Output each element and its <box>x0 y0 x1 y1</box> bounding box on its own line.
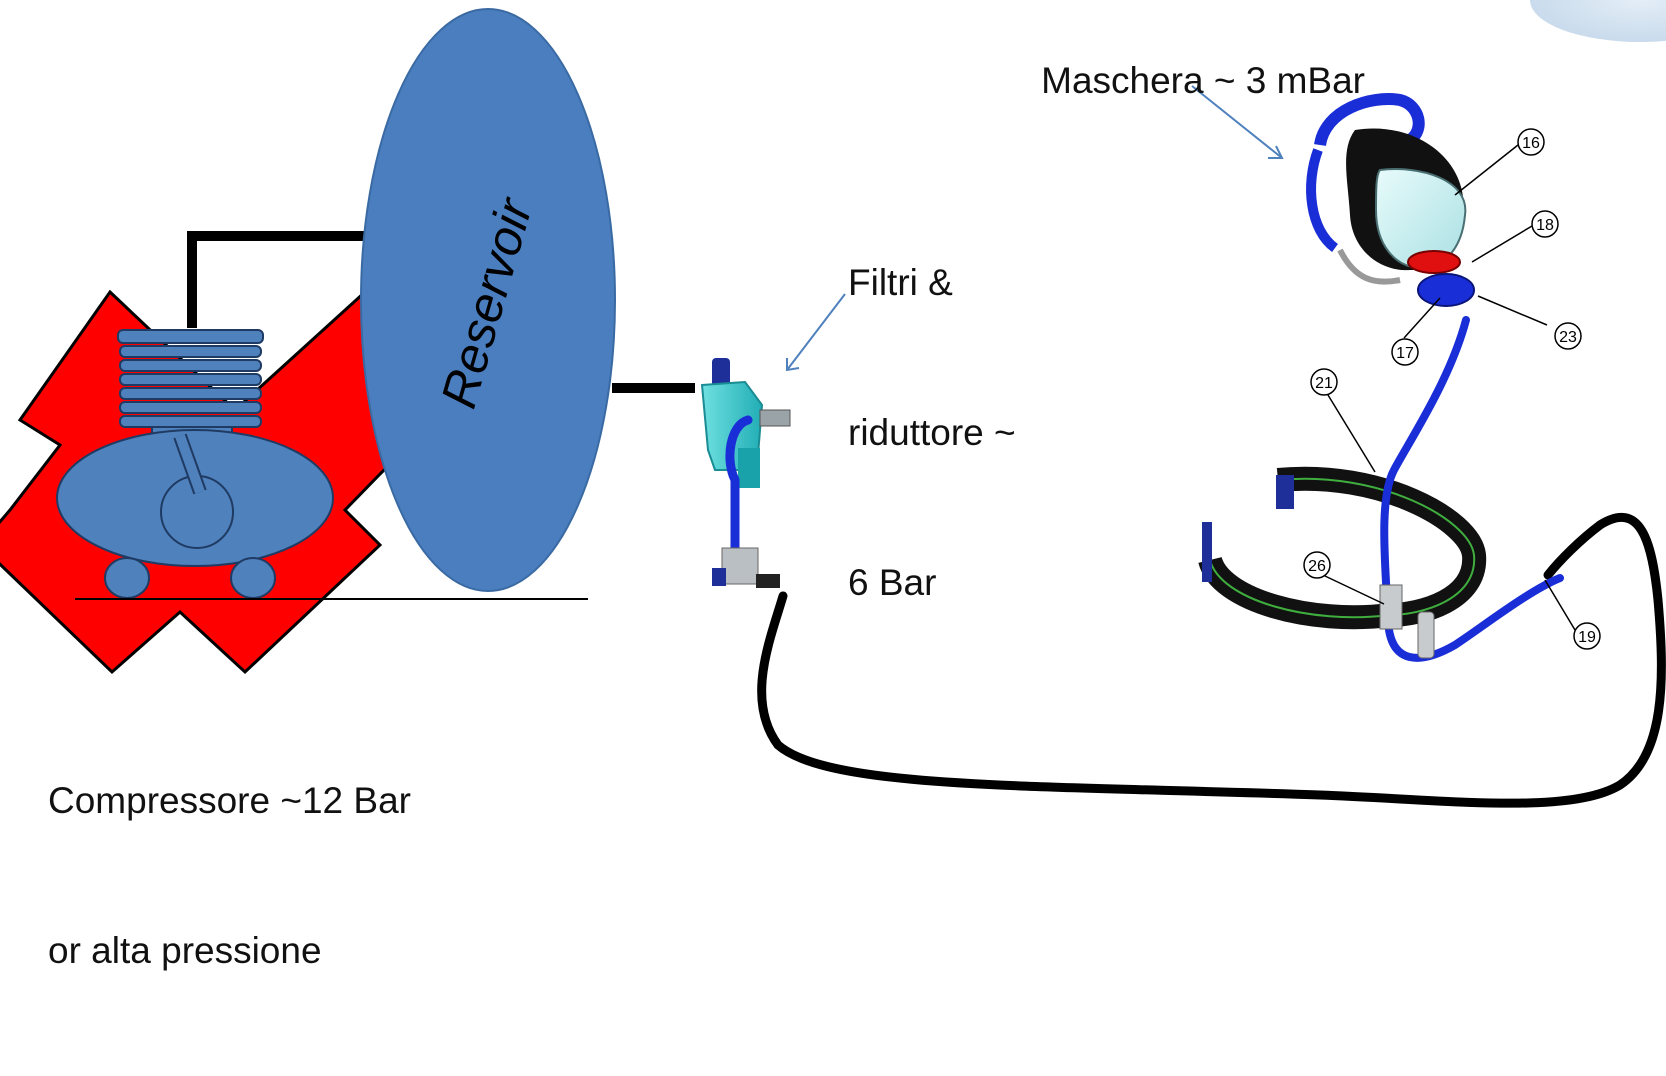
filters-label-line-2: riduttore ~ <box>848 412 1016 453</box>
corner-decoration <box>1530 0 1666 42</box>
belt-icon <box>1198 466 1487 630</box>
crankcase <box>56 429 334 567</box>
callouts: 16 18 17 23 21 26 19 <box>1303 128 1601 650</box>
mask-label-text: Maschera ~ 3 mBar <box>1041 60 1366 101</box>
wheel <box>230 557 276 599</box>
callout-17: 17 <box>1391 338 1419 366</box>
compressor-icon <box>0 289 463 675</box>
filters-label-line-3: 6 Bar <box>848 562 937 603</box>
callout-23: 23 <box>1554 322 1582 350</box>
callout-19: 19 <box>1573 622 1601 650</box>
svg-text:26: 26 <box>1308 558 1326 575</box>
mask-label: Maschera ~ 3 mBar <box>1000 6 1365 156</box>
compressor-label: Compressore ~12 Bar or alta pressione <box>48 676 411 1076</box>
callout-leaders <box>1324 144 1576 631</box>
filter-regulator-icon <box>700 358 791 588</box>
filter-pointer-arrow <box>786 293 846 371</box>
callout-21: 21 <box>1310 368 1338 396</box>
diagram-canvas: Reservoir <box>0 0 1666 971</box>
mask-icon <box>1306 93 1475 307</box>
filters-label: Filtri & riduttore ~ 6 Bar <box>848 158 1016 708</box>
callout-18: 18 <box>1531 210 1559 238</box>
diagram-svg: Reservoir <box>0 0 1666 808</box>
compressor-pipe <box>187 231 370 328</box>
svg-text:16: 16 <box>1522 135 1540 152</box>
reservoir-tank <box>360 8 616 592</box>
svg-text:19: 19 <box>1578 629 1596 646</box>
svg-text:18: 18 <box>1536 217 1554 234</box>
wheel <box>104 557 150 599</box>
hose-coupling <box>1379 584 1403 630</box>
compressor-label-line-1: Compressore ~12 Bar <box>48 780 411 821</box>
svg-text:23: 23 <box>1559 329 1577 346</box>
reservoir-icon: Reservoir <box>360 8 616 592</box>
callout-26: 26 <box>1303 551 1331 579</box>
svg-text:21: 21 <box>1315 375 1333 392</box>
filters-label-line-1: Filtri & <box>848 262 953 303</box>
mask-pointer-arrow <box>1191 85 1283 159</box>
pointer-arrows <box>786 85 1284 372</box>
svg-text:17: 17 <box>1396 345 1414 362</box>
air-hose <box>757 513 1666 808</box>
callout-16: 16 <box>1517 128 1545 156</box>
compressor-label-line-2: or alta pressione <box>48 930 322 971</box>
